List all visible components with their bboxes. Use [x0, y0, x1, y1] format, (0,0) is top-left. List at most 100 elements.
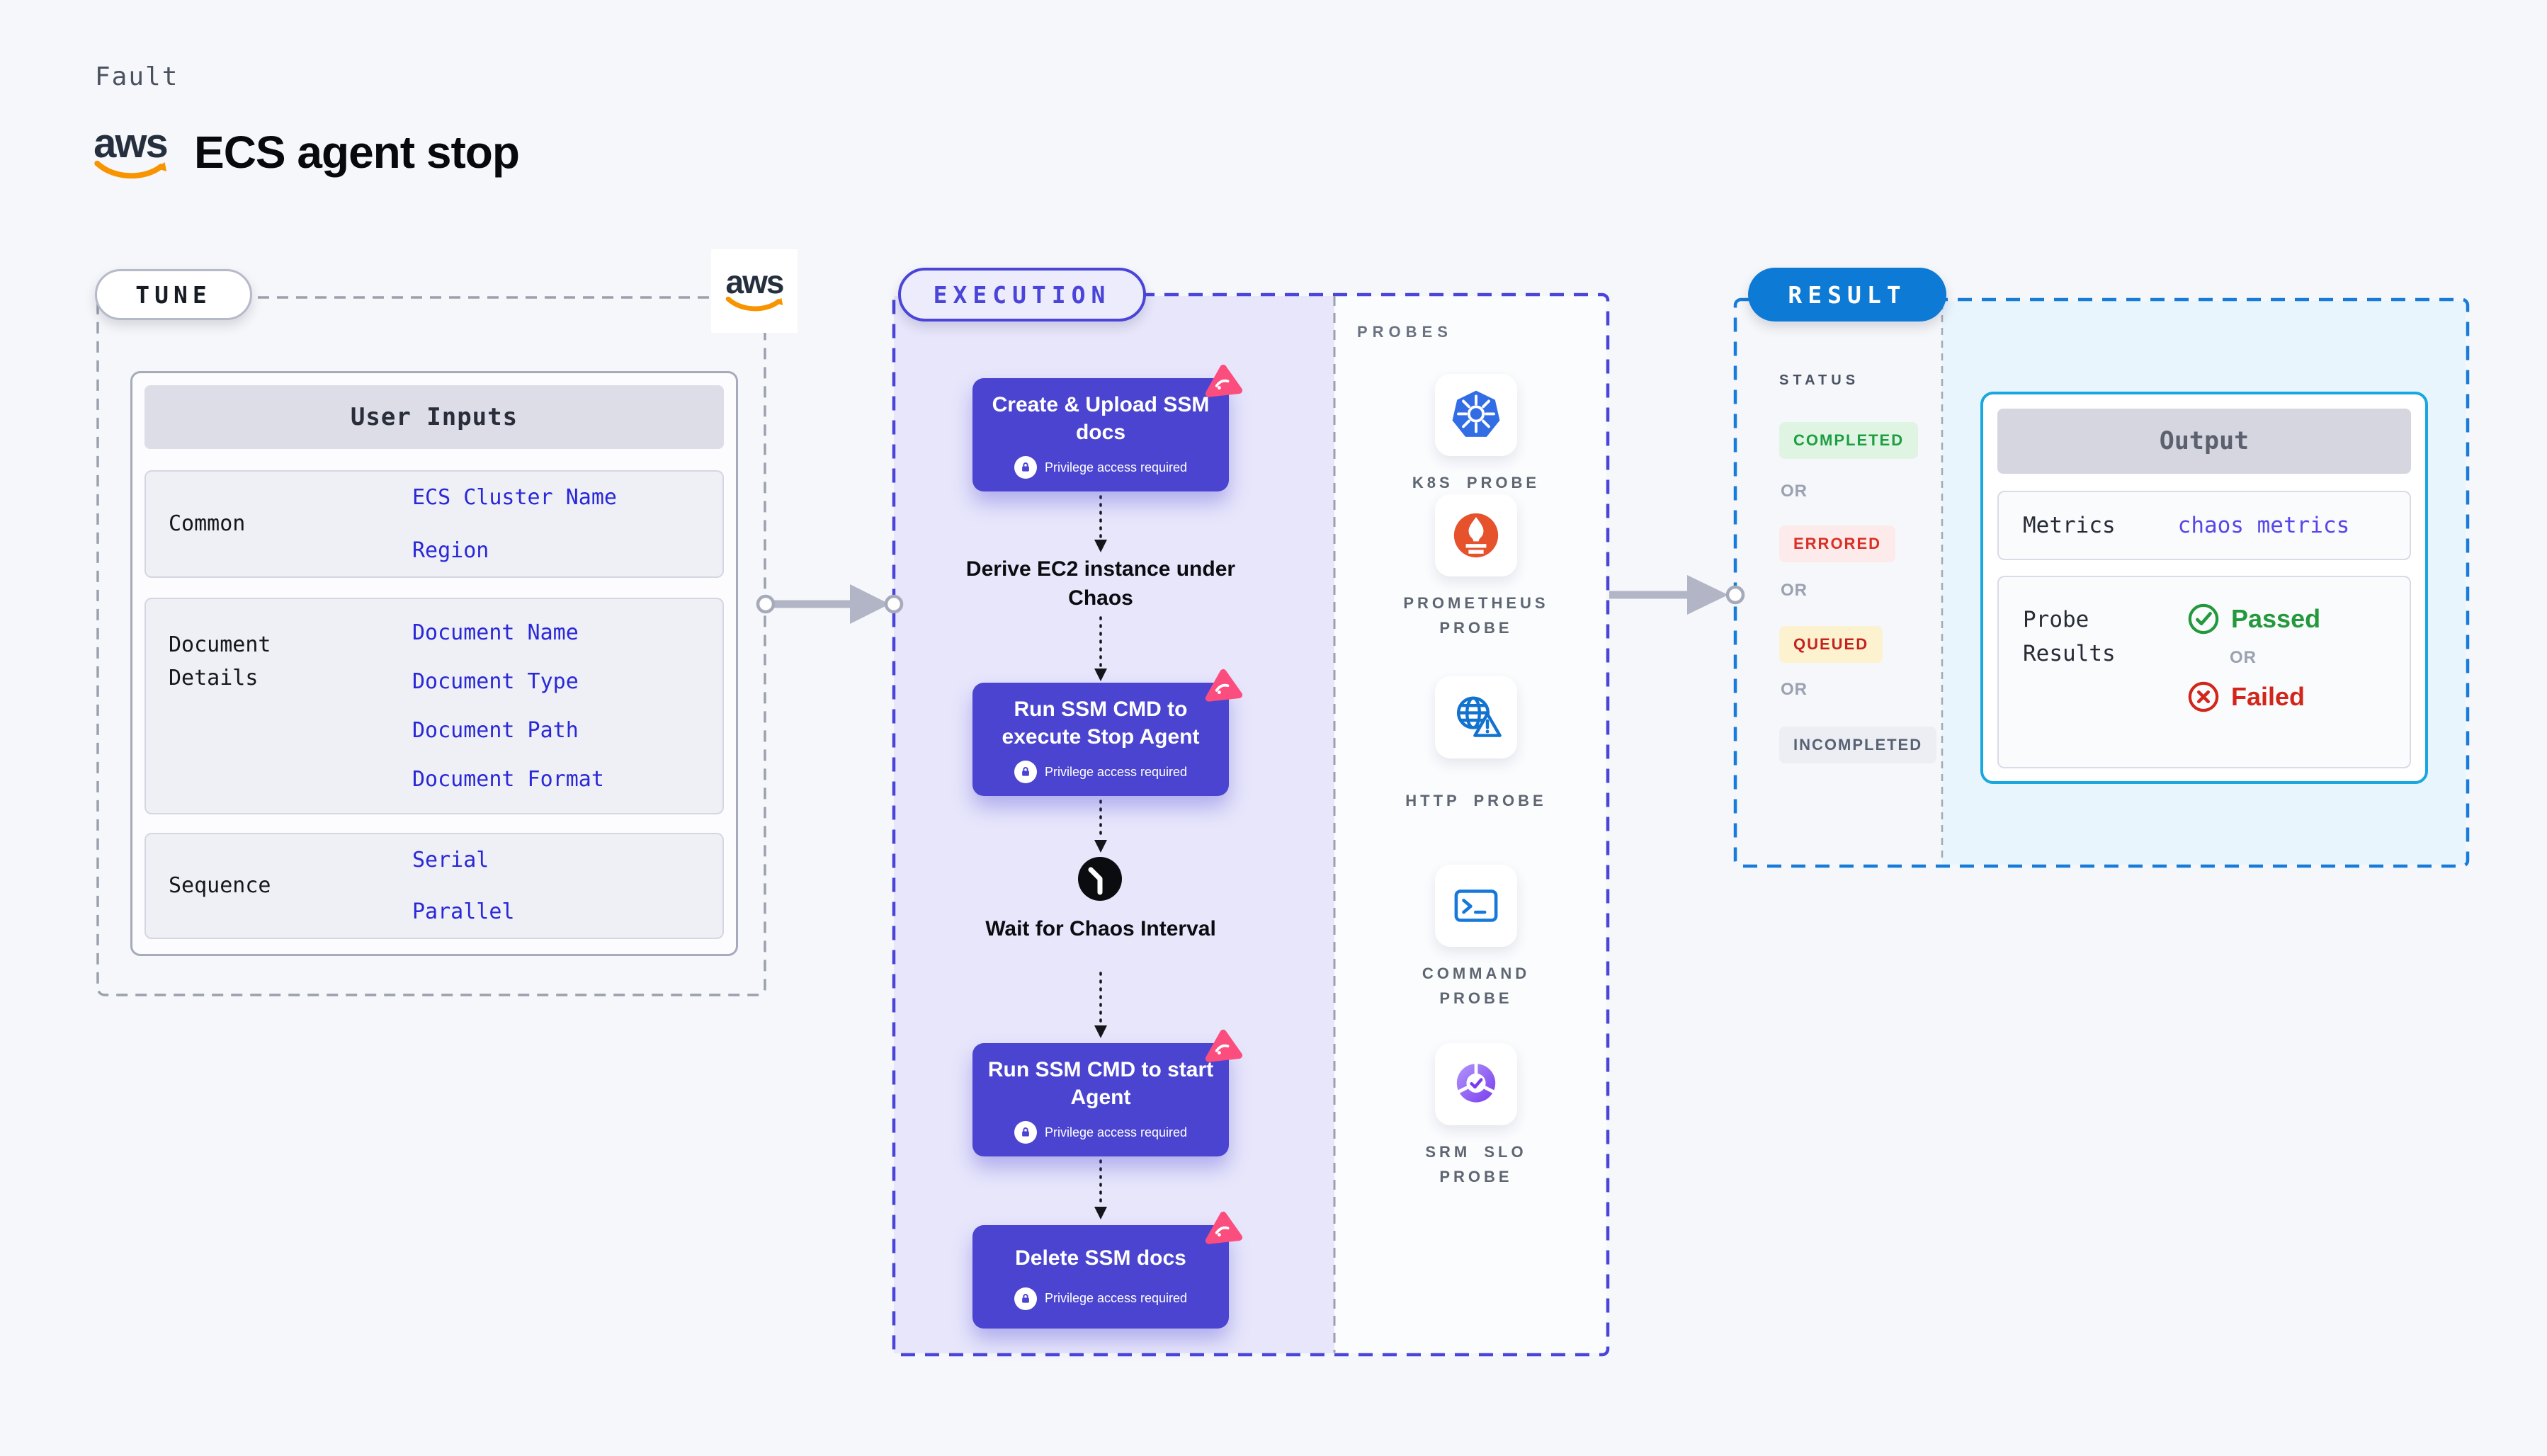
litmus-chaos-icon	[1205, 1211, 1243, 1244]
privilege-note-text: Privilege access required	[1044, 460, 1188, 474]
input-row-values: ECS Cluster Name Region	[412, 485, 617, 563]
litmus-chaos-icon	[1205, 364, 1243, 397]
probe-results-values: Passed OR Failed	[2187, 603, 2320, 767]
kubernetes-icon	[1452, 390, 1500, 437]
probe-prometheus: PROMETHEUS PROBE	[1383, 494, 1570, 640]
step-title: Create & Upload SSM docs	[992, 393, 1210, 444]
input-row-label: Document Details	[169, 632, 271, 690]
probe-http: HTTP PROBE	[1383, 676, 1570, 813]
litmus-chaos-icon	[1205, 669, 1243, 702]
input-link[interactable]: Document Path	[412, 718, 579, 743]
probe-label: K8S PROBE	[1412, 474, 1541, 491]
or-label: OR	[1781, 680, 1808, 699]
user-inputs-panel: User Inputs Common ECS Cluster Name Regi…	[130, 371, 738, 956]
step-title: Run SSM CMD to start Agent	[987, 1058, 1214, 1109]
user-inputs-title: User Inputs	[144, 385, 724, 449]
input-link[interactable]: Document Format	[412, 767, 604, 792]
step-delete-ssm-docs: Delete SSM docs Privilege access require…	[972, 1211, 1243, 1329]
step-title: Delete SSM docs	[1015, 1246, 1186, 1270]
aws-smile-icon	[94, 161, 167, 179]
output-panel: Output Metrics chaos metrics Probe Resul…	[1980, 392, 2428, 784]
litmus-chaos-icon	[1205, 1029, 1243, 1062]
input-link[interactable]: ECS Cluster Name	[412, 485, 617, 510]
probe-label: HTTP PROBE	[1405, 792, 1547, 809]
input-link[interactable]: Parallel	[412, 899, 515, 924]
execution-section-label: EXECUTION	[898, 268, 1146, 322]
step-create-upload-ssm-docs: Create & Upload SSM docs Privilege acces…	[972, 364, 1243, 491]
probe-command: COMMAND PROBE	[1383, 865, 1570, 1011]
privilege-note: Privilege access required	[1014, 1121, 1187, 1144]
privilege-note-text: Privilege access required	[1044, 1125, 1188, 1139]
probe-srm-slo: SRM SLO PROBE	[1383, 1043, 1570, 1189]
step-wait-chaos-interval: Wait for Chaos Interval	[985, 917, 1216, 940]
input-link[interactable]: Document Type	[412, 669, 579, 694]
input-link[interactable]: Serial	[412, 848, 489, 872]
input-row-values: Document Name Document Type Document Pat…	[412, 599, 604, 813]
slo-gauge-icon	[1456, 1062, 1496, 1103]
aws-logo-word: aws	[725, 263, 785, 301]
probe-card	[1435, 1043, 1517, 1125]
metrics-label: Metrics	[2023, 512, 2116, 538]
failed-label: Failed	[2231, 682, 2305, 711]
page-title: ECS agent stop	[194, 127, 520, 178]
privilege-note: Privilege access required	[1014, 456, 1187, 479]
execution-outline	[892, 292, 1610, 1357]
lock-icon	[1014, 761, 1037, 783]
check-circle-icon	[2188, 603, 2219, 635]
chaos-metrics-link[interactable]: chaos metrics	[2177, 513, 2350, 538]
probe-card	[1435, 374, 1517, 456]
probe-card	[1435, 494, 1517, 576]
execution-to-result-arrowhead	[1687, 575, 1728, 615]
lock-icon	[1014, 1121, 1037, 1144]
probe-k8s: K8S PROBE	[1383, 374, 1570, 495]
result-outline	[1733, 297, 2470, 868]
aws-smile-icon	[725, 296, 783, 311]
aws-logo-word: aws	[93, 120, 169, 166]
status-badge-queued: QUEUED	[1779, 626, 1883, 663]
failed-line: Failed	[2187, 681, 2320, 713]
output-metrics-row: Metrics chaos metrics	[1997, 491, 2411, 560]
step-title: Run SSM CMD to execute Stop Agent	[1002, 698, 1200, 749]
privilege-note: Privilege access required	[1014, 1287, 1187, 1310]
connector-dot	[1725, 585, 1745, 605]
fault-kicker: Fault	[95, 62, 179, 91]
probe-label: PROMETHEUS PROBE	[1403, 594, 1549, 637]
probe-label: COMMAND PROBE	[1422, 965, 1531, 1008]
result-section-label: RESULT	[1748, 268, 1946, 322]
connector-dot	[756, 594, 776, 614]
privilege-note-text: Privilege access required	[1044, 764, 1188, 779]
probe-results-label: Probe Results	[2023, 607, 2116, 667]
tune-outline	[96, 296, 766, 996]
terminal-icon	[1454, 889, 1498, 922]
step-derive-ec2: Derive EC2 instance under Chaos	[965, 557, 1236, 610]
output-probe-results-row: Probe Results Passed OR Failed	[1997, 576, 2411, 768]
input-row-common: Common ECS Cluster Name Region	[144, 470, 724, 578]
aws-logo: aws	[93, 120, 169, 182]
or-label: OR	[1781, 482, 1808, 501]
probe-label: SRM SLO PROBE	[1425, 1143, 1527, 1186]
input-row-values: Serial Parallel	[412, 848, 515, 924]
status-badge-errored: ERRORED	[1779, 525, 1896, 562]
http-globe-warning-icon	[1457, 696, 1502, 737]
passed-label: Passed	[2231, 604, 2321, 633]
wait-clock-icon	[1078, 857, 1122, 901]
probes-heading: PROBES	[1357, 323, 1453, 341]
status-heading: STATUS	[1779, 372, 1860, 388]
lock-icon	[1014, 1287, 1037, 1310]
input-row-sequence: Sequence Serial Parallel	[144, 833, 724, 939]
or-label: OR	[2230, 648, 2257, 667]
flow-arrowheads	[1094, 540, 1107, 1219]
input-link[interactable]: Region	[412, 538, 489, 563]
x-circle-icon	[2188, 681, 2219, 712]
passed-line: Passed	[2187, 603, 2320, 635]
input-row-document-details: Document Details Document Name Document …	[144, 598, 724, 814]
prometheus-icon	[1453, 513, 1499, 558]
status-badge-incompleted: INCOMPLETED	[1779, 727, 1937, 763]
privilege-note-text: Privilege access required	[1044, 1291, 1188, 1305]
lock-icon	[1014, 456, 1037, 479]
input-row-label: Sequence	[169, 872, 271, 898]
connector-dot	[884, 594, 904, 614]
input-link[interactable]: Document Name	[412, 620, 579, 645]
privilege-note: Privilege access required	[1014, 761, 1187, 783]
